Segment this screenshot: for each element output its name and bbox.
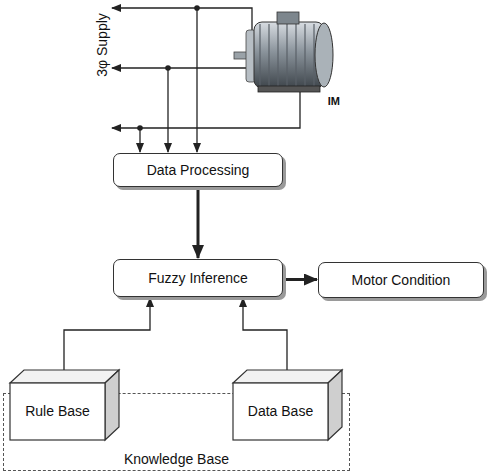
region-title: Knowledge Base (4, 451, 349, 468)
box-label: Fuzzy Inference (148, 270, 248, 287)
connector (243, 298, 287, 370)
motor-label: IM (328, 95, 340, 108)
connector (64, 298, 150, 370)
knowledge-region: Knowledge BaseRule BaseData Base (3, 393, 350, 471)
process-box: Fuzzy Inference (113, 259, 283, 297)
cube-box: Data Base (232, 369, 344, 441)
box-label: Data Base (233, 383, 328, 440)
motor-node: IM (232, 0, 344, 108)
box-label: Data Processing (147, 162, 250, 179)
connector (112, 92, 300, 128)
supply-label: 3φ Supply (94, 13, 110, 77)
output-box: Motor Condition (318, 262, 484, 298)
cube-box: Rule Base (9, 369, 121, 441)
motor-picture (232, 0, 344, 108)
connector (139, 128, 140, 152)
process-box: Data Processing (113, 153, 283, 187)
connector (167, 68, 168, 152)
box-label: Motor Condition (352, 272, 451, 289)
connector (197, 190, 200, 258)
box-label: Rule Base (10, 383, 105, 440)
connector (196, 8, 197, 152)
connector (112, 67, 248, 68)
connector (286, 278, 317, 281)
connector (112, 8, 252, 30)
